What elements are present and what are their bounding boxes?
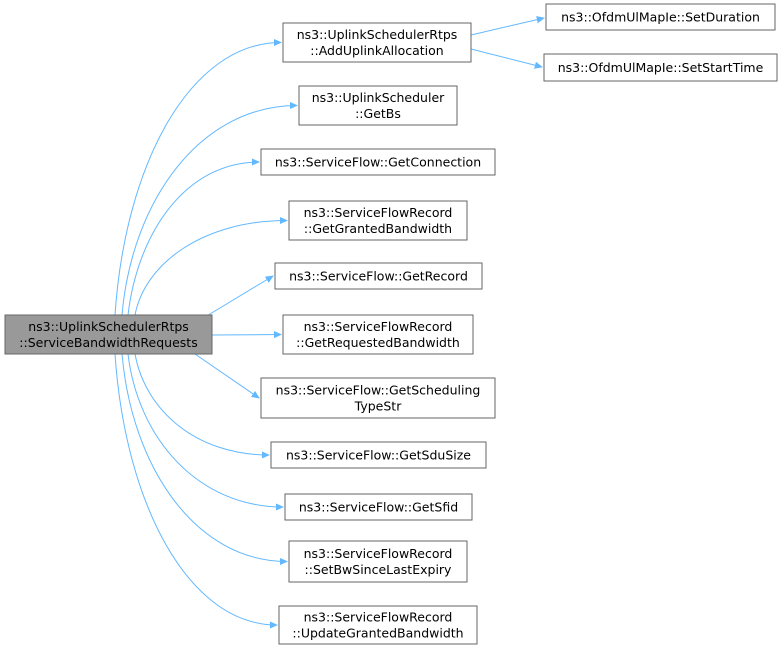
node-get-bs-box xyxy=(298,85,458,126)
node-get-sdu-size-box xyxy=(270,441,487,469)
node-set-duration[interactable]: ns3::OfdmUlMapIe::SetDuration xyxy=(545,3,776,31)
node-get-connection[interactable]: ns3::ServiceFlow::GetConnection xyxy=(260,148,496,176)
node-update-granted-bandwidth-label-line: ::UpdateGrantedBandwidth xyxy=(292,626,463,641)
node-get-granted-bandwidth-box xyxy=(288,200,468,241)
node-get-bs-label-line: ::GetBs xyxy=(355,106,401,121)
root-node-box xyxy=(4,314,213,355)
edge-to-setduration xyxy=(470,18,544,36)
edge-to-callee xyxy=(194,353,259,398)
node-get-requested-bandwidth-label-line: ns3::ServiceFlowRecord xyxy=(304,319,453,334)
node-update-granted-bandwidth-box xyxy=(278,605,478,645)
node-get-requested-bandwidth-label-line: ::GetRequestedBandwidth xyxy=(296,335,460,350)
node-get-scheduling-type-str-label-line: ns3::ServiceFlow::GetScheduling xyxy=(276,383,481,398)
node-get-bs-label-line: ns3::UplinkScheduler xyxy=(312,90,445,105)
node-set-bw-since-last-expiry-label-line: ::SetBwSinceLastExpiry xyxy=(305,562,453,577)
node-get-granted-bandwidth-label-line: ns3::ServiceFlowRecord xyxy=(304,205,453,220)
node-get-connection-box xyxy=(260,148,496,176)
node-add-uplink-allocation[interactable]: ns3::UplinkSchedulerRtps::AddUplinkAlloc… xyxy=(282,22,472,63)
edges-layer xyxy=(114,18,544,625)
node-set-start-time-label-line: ns3::OfdmUlMapIe::SetStartTime xyxy=(558,60,764,75)
edge-to-callee xyxy=(114,353,277,625)
node-get-sdu-size[interactable]: ns3::ServiceFlow::GetSduSize xyxy=(270,441,487,469)
node-get-record[interactable]: ns3::ServiceFlow::GetRecord xyxy=(274,262,483,290)
edge-to-callee xyxy=(121,106,297,316)
node-get-scheduling-type-str-box xyxy=(260,377,496,419)
root-node-label-line: ns3::UplinkSchedulerRtps xyxy=(28,319,189,334)
node-get-granted-bandwidth-label-line: ::GetGrantedBandwidth xyxy=(304,221,452,236)
root-node-label-line: ::ServiceBandwidthRequests xyxy=(19,335,197,350)
node-add-uplink-allocation-box xyxy=(282,22,472,63)
node-set-bw-since-last-expiry-label-line: ns3::ServiceFlowRecord xyxy=(304,546,453,561)
edge-to-callee xyxy=(121,353,287,562)
node-get-bs[interactable]: ns3::UplinkScheduler::GetBs xyxy=(298,85,458,126)
edge-to-callee xyxy=(134,353,269,455)
nodes-layer: ns3::UplinkSchedulerRtps::ServiceBandwid… xyxy=(4,3,778,645)
node-get-connection-label-line: ns3::ServiceFlow::GetConnection xyxy=(275,155,481,170)
node-get-record-box xyxy=(274,262,483,290)
node-get-sfid[interactable]: ns3::ServiceFlow::GetSfid xyxy=(284,493,473,521)
node-get-granted-bandwidth[interactable]: ns3::ServiceFlowRecord::GetGrantedBandwi… xyxy=(288,200,468,241)
edge-to-setstarttime xyxy=(470,48,542,67)
edge-to-callee xyxy=(211,335,281,336)
node-add-uplink-allocation-label-line: ::AddUplinkAllocation xyxy=(310,43,443,58)
node-get-scheduling-type-str-label-line: TypeStr xyxy=(354,399,403,414)
node-update-granted-bandwidth[interactable]: ns3::ServiceFlowRecord::UpdateGrantedBan… xyxy=(278,605,478,645)
edge-to-callee xyxy=(114,43,281,316)
edge-to-callee xyxy=(204,276,273,318)
root-node[interactable]: ns3::UplinkSchedulerRtps::ServiceBandwid… xyxy=(4,314,213,355)
node-get-record-label-line: ns3::ServiceFlow::GetRecord xyxy=(289,269,468,284)
edge-to-callee xyxy=(134,221,287,316)
node-get-requested-bandwidth-box xyxy=(282,314,474,355)
node-get-sdu-size-label-line: ns3::ServiceFlow::GetSduSize xyxy=(286,448,471,463)
edge-to-callee xyxy=(127,353,283,507)
node-get-sfid-label-line: ns3::ServiceFlow::GetSfid xyxy=(299,500,458,515)
node-set-duration-box xyxy=(545,3,776,31)
node-add-uplink-allocation-label-line: ns3::UplinkSchedulerRtps xyxy=(297,27,458,42)
node-get-sfid-box xyxy=(284,493,473,521)
node-set-bw-since-last-expiry-box xyxy=(288,540,468,583)
node-get-requested-bandwidth[interactable]: ns3::ServiceFlowRecord::GetRequestedBand… xyxy=(282,314,474,355)
node-set-start-time[interactable]: ns3::OfdmUlMapIe::SetStartTime xyxy=(543,53,778,82)
node-update-granted-bandwidth-label-line: ns3::ServiceFlowRecord xyxy=(304,610,453,625)
edge-to-callee xyxy=(127,162,259,316)
node-set-bw-since-last-expiry[interactable]: ns3::ServiceFlowRecord::SetBwSinceLastEx… xyxy=(288,540,468,583)
node-set-start-time-box xyxy=(543,53,778,82)
node-set-duration-label-line: ns3::OfdmUlMapIe::SetDuration xyxy=(561,10,760,25)
